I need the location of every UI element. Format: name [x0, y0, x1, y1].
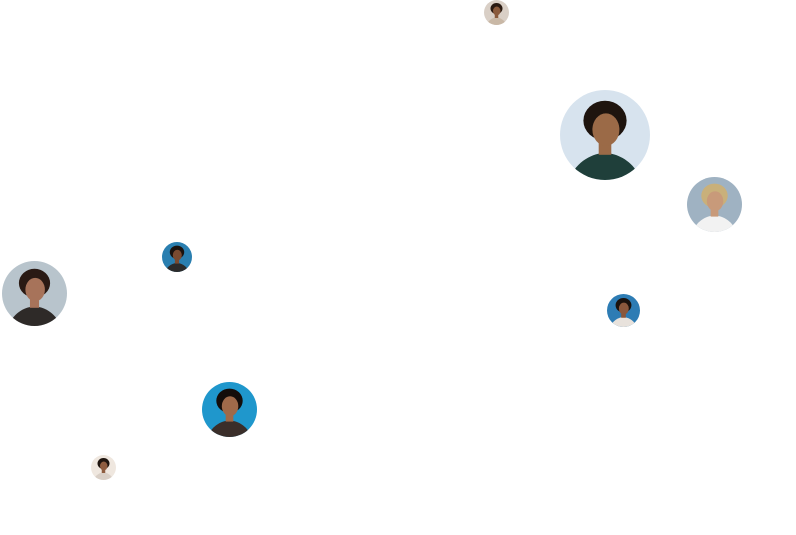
- person-avatar-icon: [687, 177, 742, 232]
- avatar-face: [100, 461, 108, 471]
- avatar-face: [592, 113, 620, 146]
- person-avatar-icon: [484, 0, 509, 25]
- avatar-face: [493, 6, 501, 16]
- avatar-neck: [710, 207, 719, 217]
- person-avatar: [162, 242, 192, 272]
- avatar-shoulders: [165, 263, 189, 272]
- avatar-shoulders: [207, 420, 252, 437]
- person-avatar-icon: [202, 382, 257, 437]
- person-avatar: [560, 90, 650, 180]
- avatar-face: [172, 249, 182, 261]
- avatar-face: [706, 191, 724, 212]
- avatar-shoulders: [569, 153, 641, 180]
- avatar-shoulders: [93, 472, 114, 480]
- avatar-neck: [621, 312, 626, 318]
- avatar-face: [25, 277, 45, 302]
- avatar-shoulders: [486, 17, 507, 25]
- avatar-shoulders: [610, 317, 637, 327]
- person-avatar: [687, 177, 742, 232]
- avatar-shoulders: [8, 306, 61, 326]
- avatar-neck: [225, 412, 234, 422]
- avatar-neck: [101, 469, 106, 473]
- person-avatar-icon: [162, 242, 192, 272]
- person-avatar: [91, 455, 116, 480]
- person-avatar-icon: [607, 294, 640, 327]
- person-avatar-icon: [2, 261, 67, 326]
- avatar-neck: [174, 258, 180, 264]
- person-avatar-icon: [560, 90, 650, 180]
- avatar-shoulders: [692, 215, 737, 232]
- avatar-face: [221, 396, 239, 417]
- person-avatar: [484, 0, 509, 25]
- avatar-neck: [29, 297, 40, 308]
- avatar-face: [618, 302, 629, 315]
- person-avatar-icon: [91, 455, 116, 480]
- person-avatar: [2, 261, 67, 326]
- person-avatar: [607, 294, 640, 327]
- avatar-neck: [494, 14, 499, 18]
- person-avatar: [202, 382, 257, 437]
